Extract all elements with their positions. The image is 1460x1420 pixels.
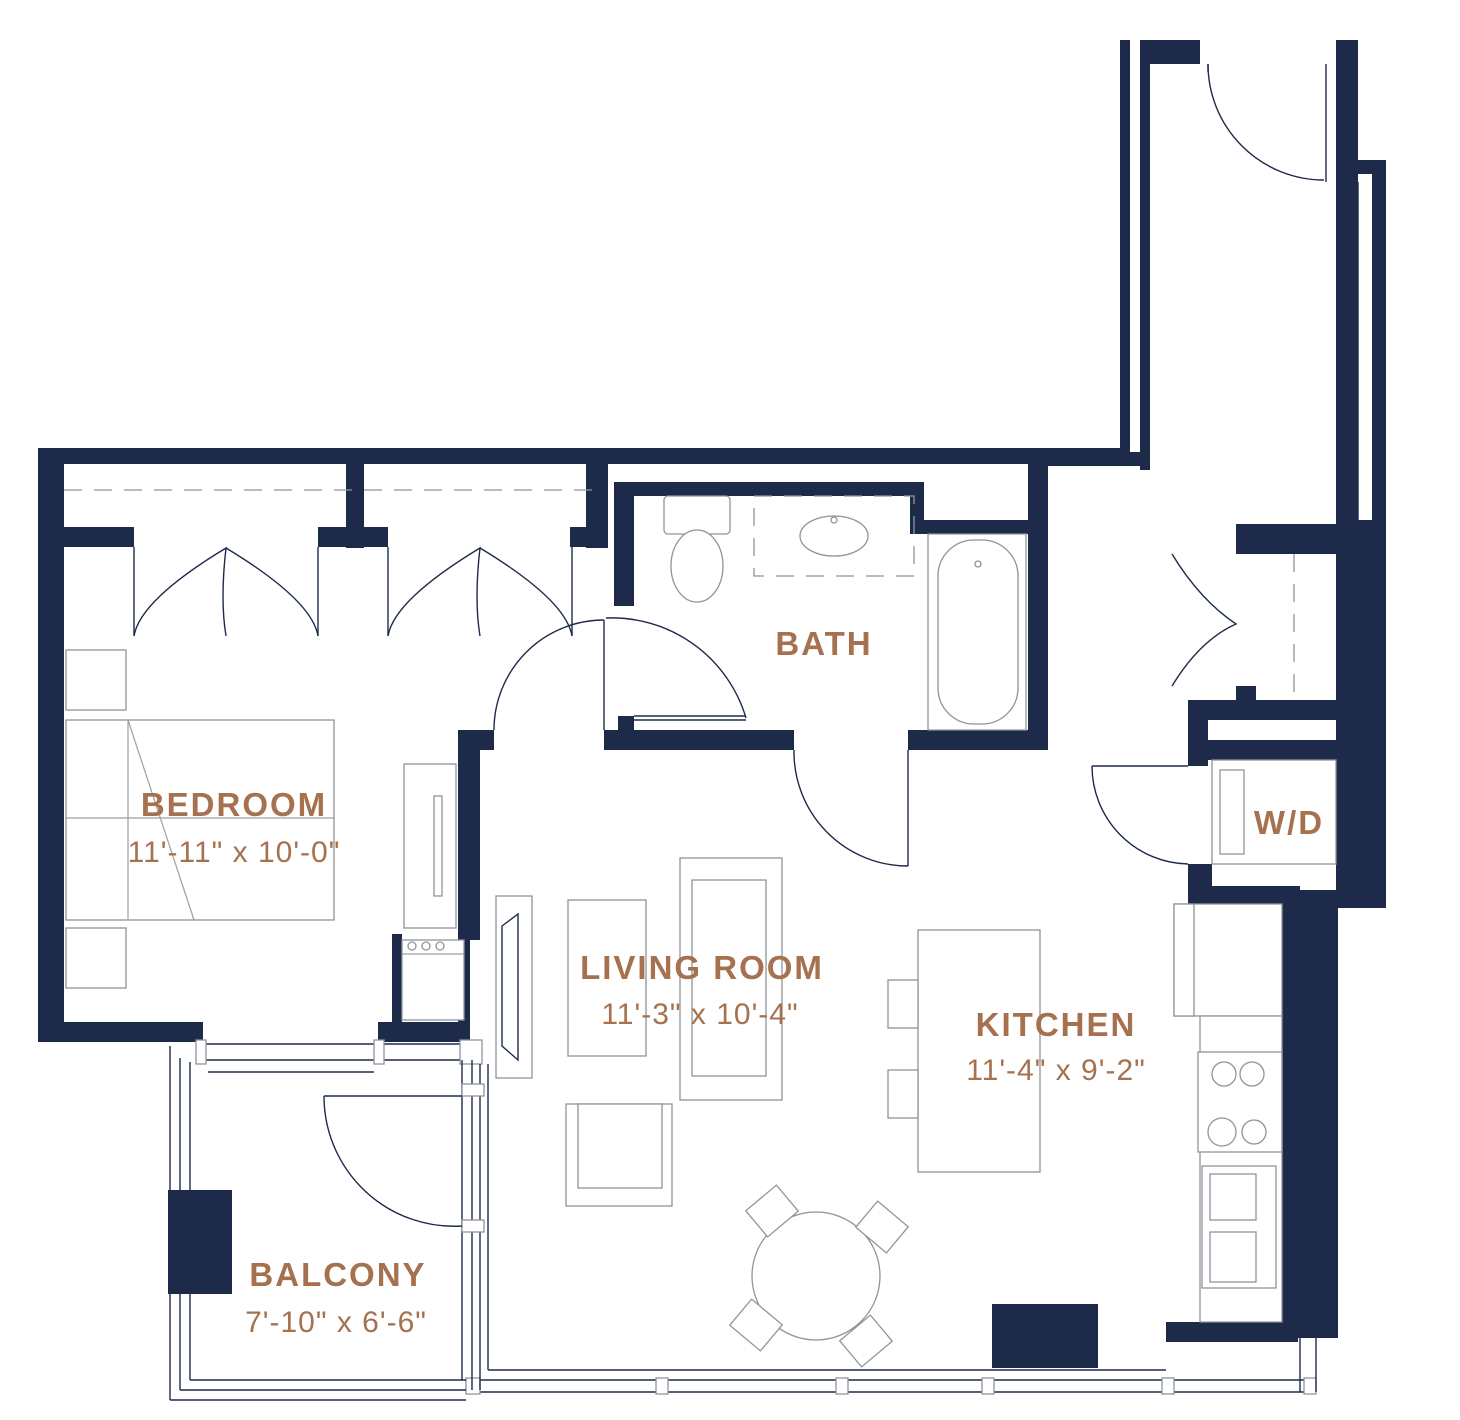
room-labels: BEDROOM 11'-11" x 10'-0" BATH LIVING ROO… (128, 625, 1324, 1339)
balcony-label: BALCONY (249, 1256, 426, 1293)
windows (64, 64, 1359, 1401)
living-room-label: LIVING ROOM (580, 949, 824, 986)
washer-dryer-label: W/D (1254, 804, 1324, 841)
balcony-dimensions: 7'-10" x 6'-6" (245, 1306, 427, 1339)
bath-label: BATH (775, 625, 872, 662)
walls (38, 40, 1386, 1368)
bedroom-dimensions: 11'-11" x 10'-0" (128, 836, 341, 869)
kitchen-label: KITCHEN (976, 1006, 1137, 1043)
living-room-dimensions: 11'-3" x 10'-4" (601, 998, 798, 1031)
kitchen-dimensions: 11'-4" x 9'-2" (966, 1054, 1146, 1087)
fixtures (65, 495, 1337, 1368)
bedroom-label: BEDROOM (141, 786, 327, 823)
door-swings (133, 63, 1325, 1227)
